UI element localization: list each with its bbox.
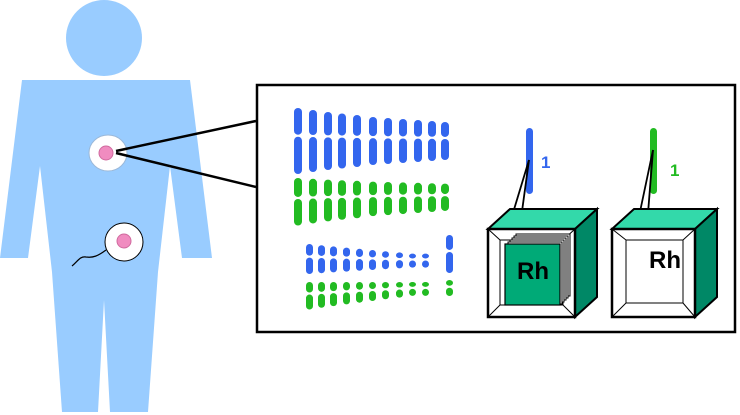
karyotype-chromosome: [396, 252, 403, 269]
karyotype: [294, 108, 453, 310]
karyotype-chromosome: [343, 247, 350, 272]
karyotype-chromosome: [369, 250, 376, 270]
nucleus: [98, 145, 114, 161]
nucleus: [116, 233, 132, 249]
zoom-line-bottom: [115, 151, 257, 189]
box-side-face: [694, 206, 718, 320]
karyotype-chromosome: [353, 115, 361, 167]
karyotype-chromosome: [409, 253, 416, 268]
karyotype-chromosome: [318, 245, 325, 274]
karyotype-chromosome: [324, 179, 332, 222]
karyotype-chromosome: [428, 121, 436, 161]
box-inner-edge: [682, 302, 696, 318]
karyotype-chromosome: [369, 282, 376, 301]
karyotype-chromosome: [318, 282, 325, 308]
box-inner-edge: [611, 302, 627, 318]
chromosome-label-maternal: 1: [541, 153, 550, 172]
karyotype-chromosome: [382, 251, 389, 270]
karyotype-chromosome: [441, 183, 449, 211]
karyotype-chromosome: [330, 246, 337, 273]
karyotype-chromosome: [414, 182, 422, 214]
karyotype-chromosome: [384, 182, 392, 216]
karyotype-chromosome: [338, 180, 346, 220]
karyotype-chromosome: [353, 180, 361, 219]
karyotype-chromosome: [422, 282, 429, 296]
karyotype-chromosome: [306, 282, 313, 310]
karyotype-chromosome: [338, 113, 346, 169]
box-inner-edge: [682, 228, 696, 241]
sperm-tail: [71, 249, 107, 267]
karyotype-chromosome: [356, 282, 363, 303]
karyotype-chromosome: [428, 183, 436, 212]
karyotype-chromosome: [396, 282, 403, 298]
box-inner-edge: [562, 304, 576, 318]
chromosome-label-paternal: 1: [670, 161, 679, 180]
karyotype-chromosome: [309, 110, 317, 172]
karyotype-chromosome: [294, 108, 302, 174]
rh-box-absent: Rh: [609, 206, 720, 320]
karyotype-chromosome: [441, 122, 449, 160]
karyotype-chromosome: [414, 120, 422, 162]
head: [66, 0, 142, 76]
karyotype-chromosome: [399, 119, 407, 163]
box-inner-edge: [611, 228, 627, 241]
zoom-line-top: [115, 119, 257, 153]
box-inner-edge: [487, 228, 501, 241]
human-body-silhouette: [0, 0, 212, 412]
box-inner-edge: [487, 304, 501, 318]
karyotype-chromosome: [422, 253, 429, 268]
karyotype-chromosome: [399, 182, 407, 215]
karyotype-chromosome: [384, 118, 392, 164]
rh-label-box-2: Rh: [649, 247, 681, 274]
chromosome-1-paternal: [650, 128, 657, 194]
box-side-face: [574, 206, 598, 320]
karyotype-chromosome: [382, 282, 389, 300]
rh-card-front: [504, 243, 561, 306]
rh-box-present: Rh: [485, 206, 600, 320]
cell-upper: [88, 134, 128, 172]
rh-card-stack: [504, 233, 571, 306]
karyotype-chromosome: [356, 248, 363, 271]
karyotype-chromosome: [369, 181, 377, 217]
karyotype-chromosome: [306, 244, 313, 274]
karyotype-chromosome: [409, 282, 416, 296]
karyotype-chromosome: [330, 282, 337, 307]
cell-sperm: [71, 222, 144, 267]
karyotype-chromosome: [324, 112, 332, 170]
karyotype-chromosome: [369, 117, 377, 165]
rh-label-box-1: Rh: [517, 258, 549, 285]
karyotype-chromosome: [309, 178, 317, 224]
karyotype-chromosome: [446, 280, 453, 296]
karyotype-chromosome: [343, 282, 350, 305]
karyotype-chromosome: [294, 178, 302, 226]
karyotype-chromosome: [446, 235, 453, 273]
